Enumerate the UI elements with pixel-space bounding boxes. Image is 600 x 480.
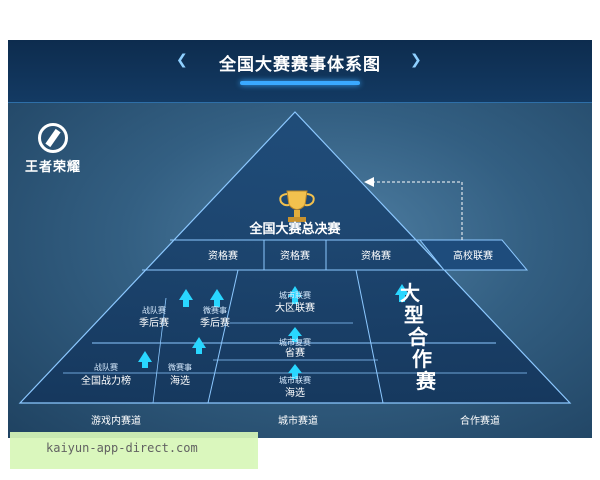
chevron-right-icon: ❯ bbox=[410, 52, 422, 68]
city-mid-line2: 省赛 bbox=[285, 346, 305, 359]
left-lower-1-line1: 战队赛 bbox=[94, 362, 118, 372]
college-extension bbox=[418, 239, 529, 271]
city-top-line2: 大区联赛 bbox=[275, 301, 315, 314]
track-label-ingame: 游戏内赛道 bbox=[91, 414, 141, 427]
title-underline bbox=[240, 81, 360, 85]
brand-name: 王者荣耀 bbox=[25, 160, 82, 175]
diagram-title: 全国大赛赛事体系图 bbox=[219, 55, 381, 75]
city-top-line1: 城市联赛 bbox=[279, 290, 311, 300]
city-mid-line1: 城市复赛 bbox=[279, 337, 311, 347]
partner-label-char: 合 bbox=[408, 325, 429, 349]
watermark-banner: kaiyun-app-direct.com bbox=[10, 432, 258, 469]
college-league-label: 高校联赛 bbox=[453, 249, 493, 262]
partner-label-char: 型 bbox=[404, 303, 424, 327]
left-upper-2-line2: 季后赛 bbox=[200, 316, 230, 329]
divider-right-track bbox=[355, 269, 384, 404]
college-feedback-arrowhead-icon bbox=[364, 177, 374, 187]
left-lower-1-line2: 全国战力榜 bbox=[81, 374, 131, 387]
left-lower-2-line2: 海选 bbox=[170, 374, 190, 387]
city-bottom-line2: 海选 bbox=[285, 386, 305, 399]
partner-label-char: 作 bbox=[412, 347, 432, 371]
qualifier-label-3: 资格赛 bbox=[361, 249, 391, 262]
college-feedback-line bbox=[370, 181, 463, 240]
watermark-text: kaiyun-app-direct.com bbox=[46, 441, 198, 455]
track-label-partner: 合作赛道 bbox=[460, 414, 500, 427]
track-label-city: 城市赛道 bbox=[278, 414, 318, 427]
left-upper-1-line2: 季后赛 bbox=[139, 316, 169, 329]
up-arrow-icon bbox=[179, 289, 193, 307]
partner-label-char: 大 bbox=[400, 281, 420, 305]
diagram-frame: ❮ 全国大赛赛事体系图 ❯ 王者荣耀 bbox=[8, 40, 592, 438]
up-arrow-icon bbox=[288, 364, 302, 379]
city-bottom-line1: 城市联赛 bbox=[279, 375, 311, 385]
up-arrow-icon bbox=[210, 289, 224, 307]
left-upper-2-line1: 微赛事 bbox=[203, 305, 227, 315]
left-lower-2-line1: 微赛事 bbox=[168, 362, 192, 372]
apex-final-label: 全国大赛总决赛 bbox=[248, 221, 341, 237]
up-arrow-icon bbox=[288, 327, 302, 342]
chevron-left-icon: ❮ bbox=[176, 52, 188, 68]
up-arrow-icon bbox=[395, 284, 409, 302]
up-arrow-icon bbox=[192, 337, 206, 354]
qualifier-label-2: 资格赛 bbox=[280, 249, 310, 262]
brand-logo-icon bbox=[38, 123, 68, 153]
divider-left-inner bbox=[152, 297, 167, 404]
divider-left-track bbox=[207, 269, 239, 404]
up-arrow-icon bbox=[138, 351, 152, 368]
title-bar: ❮ 全国大赛赛事体系图 ❯ bbox=[8, 40, 592, 103]
partner-label-char: 赛 bbox=[415, 369, 437, 393]
left-upper-1-line1: 战队赛 bbox=[142, 305, 166, 315]
pyramid-diagram: 全国大赛总决赛 资格赛 资格赛 资格赛 高校联赛 战队赛 季后赛 微赛事 季后赛… bbox=[18, 111, 572, 427]
qualifier-label-1: 资格赛 bbox=[208, 249, 238, 262]
trophy-icon bbox=[279, 190, 315, 222]
up-arrow-icon bbox=[288, 286, 302, 304]
